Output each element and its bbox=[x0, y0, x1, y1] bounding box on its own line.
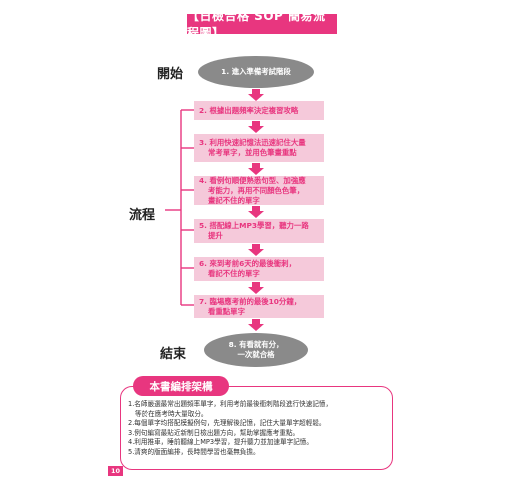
step-7-text: 7. 臨場應考前的最後10分鐘， 看重點單字 bbox=[199, 297, 321, 317]
list-item: 1.名師嚴選最常出題頻率單字，利用考前最後衝刺階段進行快速記憶， 等於在應考時大… bbox=[128, 400, 333, 418]
flow-label: 流程 bbox=[129, 208, 156, 223]
step-5-line-1: 5. 搭配線上MP3學習，聽力一路 bbox=[199, 221, 309, 230]
arrows bbox=[248, 89, 264, 331]
step-box-6 bbox=[194, 257, 324, 281]
list-item: 5.清爽的版面編排，長時間學習也毫無負擔。 bbox=[128, 447, 260, 456]
book-structure-list: 1.名師嚴選最常出題頻率單字，利用考前最後衝刺階段進行快速記憶， 等於在應考時大… bbox=[128, 400, 384, 458]
step-3-text: 3. 利用快速記憶法迅速記住大量 常考單字，並用色筆畫重點 bbox=[199, 138, 321, 158]
step-7-line-1: 7. 臨場應考前的最後10分鐘， bbox=[199, 297, 302, 306]
list-item: 3.例句編寫最貼近新制日檢出題方向，幫助掌握應考重點。 bbox=[128, 428, 300, 437]
arrow-2 bbox=[248, 121, 264, 133]
step-2-line-1: 2. 根據出題頻率決定複習攻略 bbox=[199, 106, 299, 115]
list-item: 2.每個單字均搭配模擬例句，先理解後記憶，記住大量單字超輕鬆。 bbox=[128, 419, 326, 428]
step-3-line-1: 3. 利用快速記憶法迅速記住大量 bbox=[199, 138, 306, 147]
book-structure-box bbox=[120, 386, 393, 470]
step-6-text: 6. 來到考前6天的最後衝刺， 看記不住的單字 bbox=[199, 259, 321, 279]
step-7-line-2: 看重點單字 bbox=[208, 307, 245, 316]
step-box-5 bbox=[194, 219, 324, 243]
step-box-3 bbox=[194, 134, 324, 162]
start-label: 開始 bbox=[157, 67, 184, 82]
end-oval bbox=[204, 333, 308, 367]
arrow-3 bbox=[248, 163, 264, 175]
list-item: 4.利用推車，睡前聽線上MP3學習，提升聽力並加速單字記憶。 bbox=[128, 438, 313, 447]
arrow-5 bbox=[248, 244, 264, 256]
end-node-line-2: 一次就合格 bbox=[237, 350, 275, 359]
step-2-text: 2. 根據出題頻率決定複習攻略 bbox=[199, 106, 321, 116]
end-label: 結束 bbox=[160, 347, 187, 362]
start-node-text: 1. 進入準備考試階段 bbox=[221, 67, 291, 76]
arrow-4 bbox=[248, 206, 264, 218]
step-box-4 bbox=[194, 176, 324, 205]
start-oval bbox=[198, 56, 314, 88]
step-6-line-2: 看記不住的單字 bbox=[208, 269, 260, 278]
step-4-line-1: 4. 看例句順便熟悉句型、加強應 bbox=[199, 176, 306, 185]
end-node-text: 8. 有看就有分， 一次就合格 bbox=[208, 340, 304, 360]
page-number: 10 bbox=[108, 466, 123, 476]
step-4-line-3: 畫記不住的單字 bbox=[208, 196, 260, 205]
step-4-text: 4. 看例句順便熟悉句型、加強應 考能力，再用不同顏色色筆， 畫記不住的單字 bbox=[199, 176, 321, 206]
book-structure-heading: 本書編排架構 bbox=[133, 376, 229, 396]
arrow-6 bbox=[248, 282, 264, 294]
step-6-line-1: 6. 來到考前6天的最後衝刺， bbox=[199, 259, 296, 268]
arrow-1 bbox=[248, 89, 264, 101]
step-5-text: 5. 搭配線上MP3學習，聽力一路 提升 bbox=[199, 221, 321, 241]
arrow-7 bbox=[248, 319, 264, 331]
step-4-line-2: 考能力，再用不同顏色色筆， bbox=[208, 186, 305, 195]
step-5-line-2: 提升 bbox=[208, 231, 223, 240]
step-box-7 bbox=[194, 295, 324, 318]
step-boxes bbox=[194, 101, 324, 318]
step-box-2 bbox=[194, 101, 324, 120]
step-3-line-2: 常考單字，並用色筆畫重點 bbox=[208, 148, 297, 157]
end-node-line-1: 8. 有看就有分， bbox=[228, 340, 284, 349]
